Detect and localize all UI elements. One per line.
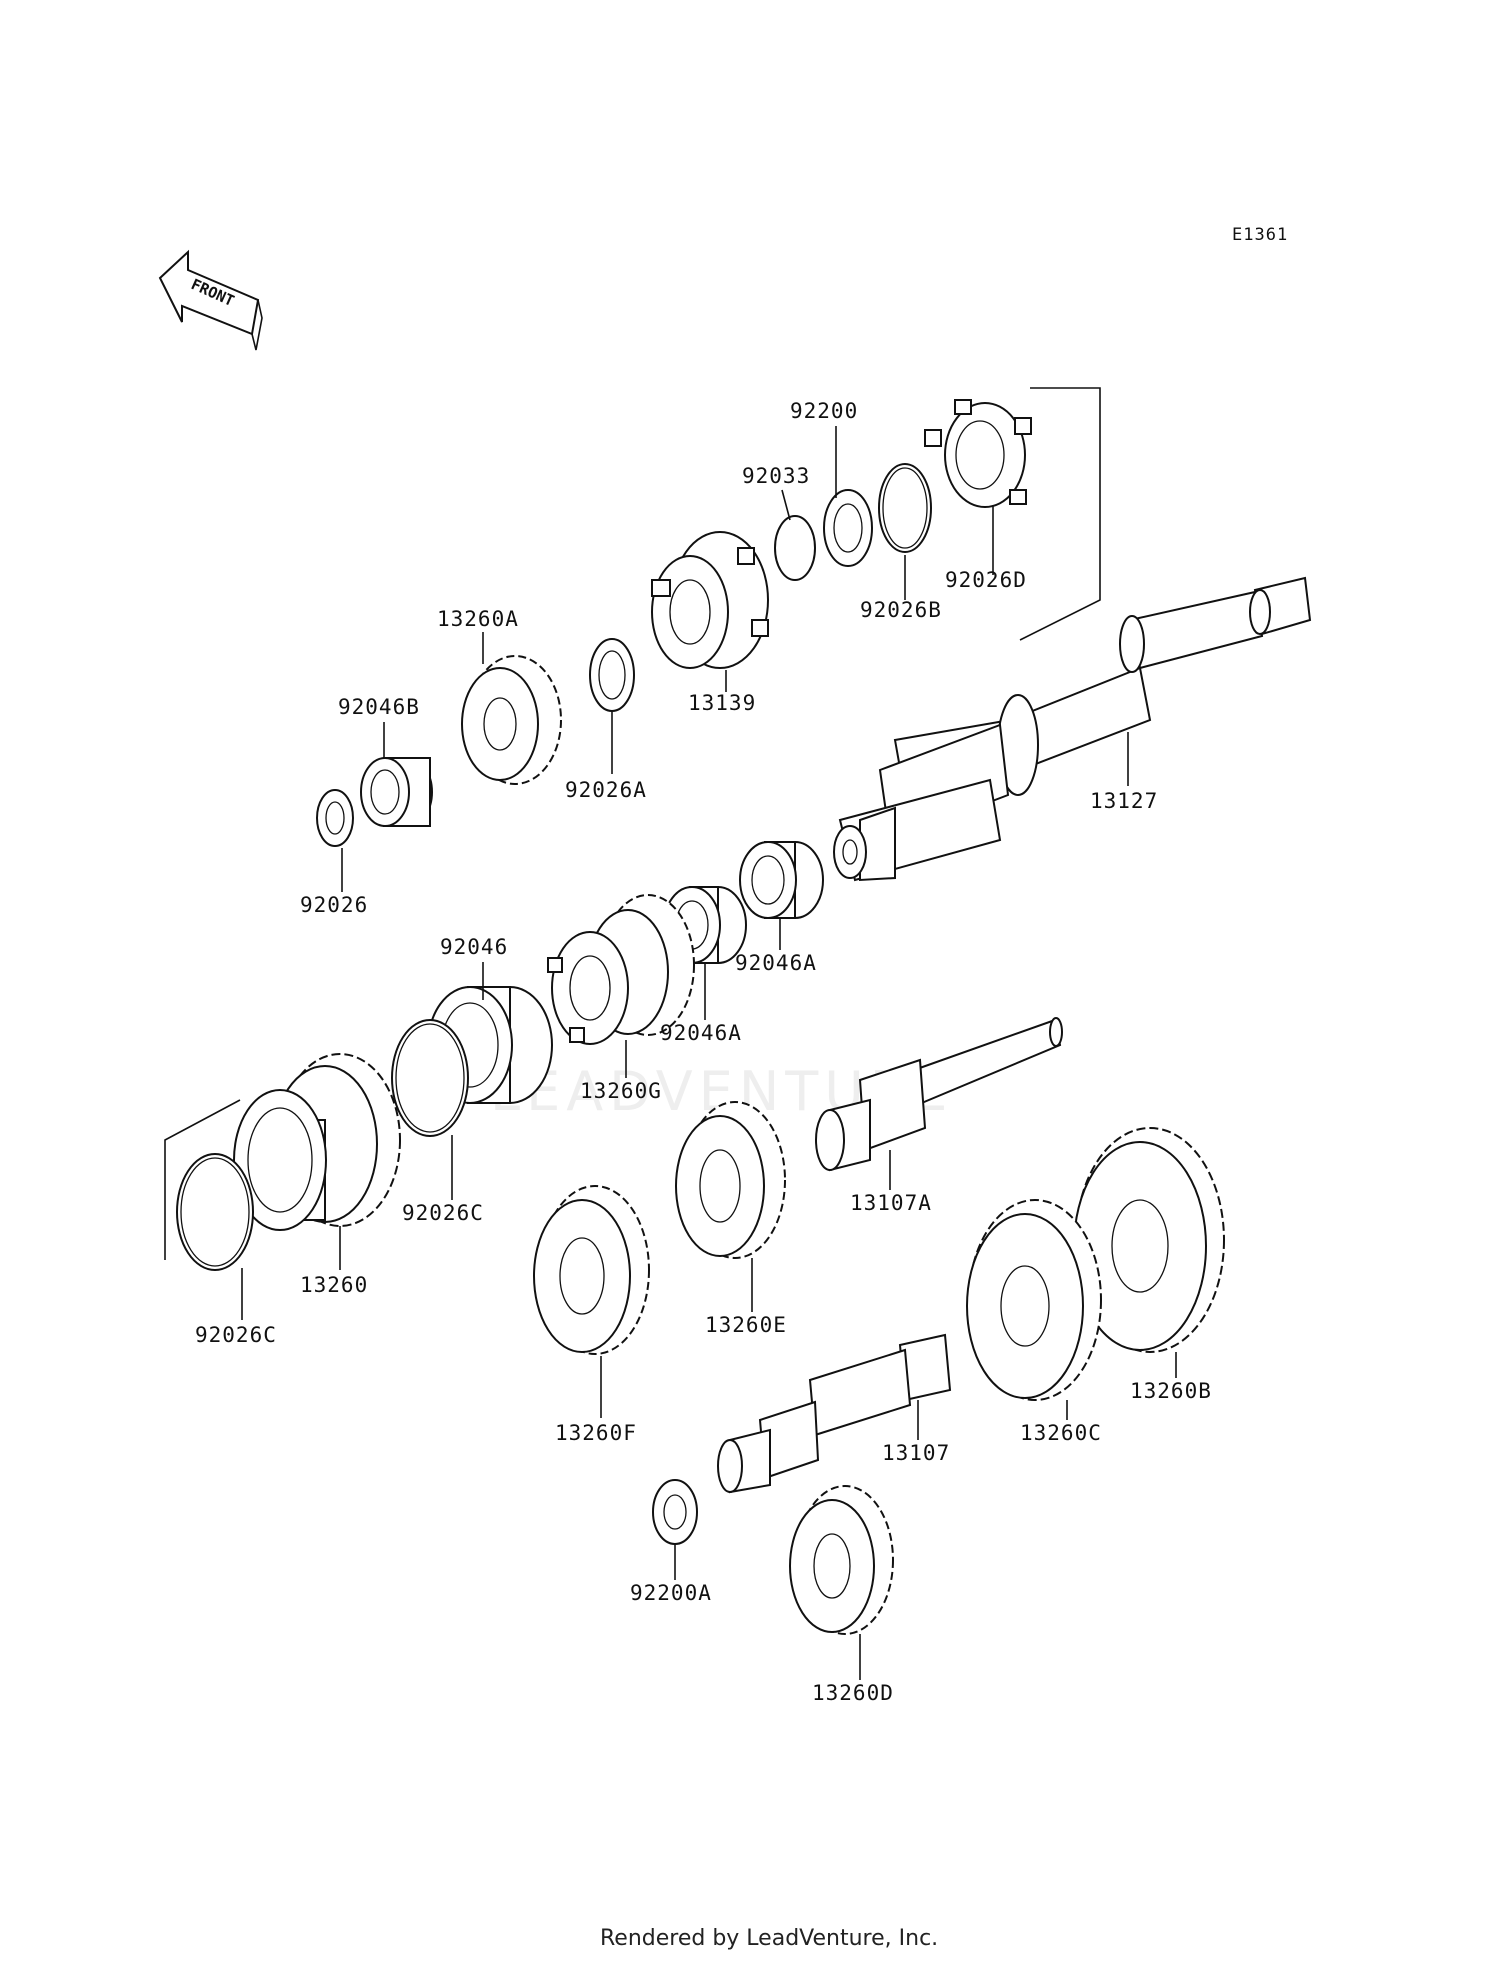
washer-92026A xyxy=(589,638,635,712)
washer-92026 xyxy=(316,789,354,847)
gear-13260B xyxy=(1073,1127,1225,1353)
gear-13260C xyxy=(966,1199,1102,1401)
render-credit: Rendered by LeadVenture, Inc. xyxy=(600,1926,938,1951)
bearing-92046B xyxy=(360,757,433,827)
label-92046A-upper: 92046A xyxy=(735,951,817,975)
label-92046B: 92046B xyxy=(338,695,420,719)
label-13260B: 13260B xyxy=(1130,1379,1212,1403)
shaft-13107 xyxy=(717,1333,952,1494)
bearing-92046A-upper xyxy=(739,841,824,919)
shaft-13107A xyxy=(815,1017,1063,1172)
label-13260F: 13260F xyxy=(555,1421,637,1445)
label-13260E: 13260E xyxy=(705,1313,787,1337)
label-13260C: 13260C xyxy=(1020,1421,1102,1445)
group-bracket-lower xyxy=(164,1099,241,1260)
gear-13260F xyxy=(533,1185,650,1355)
gear-13260D xyxy=(789,1485,894,1635)
leader-lines xyxy=(241,426,1177,1680)
gear-13260A xyxy=(461,655,562,785)
label-92026C-upper: 92026C xyxy=(402,1201,484,1225)
label-13260D: 13260D xyxy=(812,1681,894,1705)
label-13260G: 13260G xyxy=(580,1079,662,1103)
group-bracket-upper xyxy=(1019,387,1101,641)
ring-92026B xyxy=(878,463,932,553)
label-13139: 13139 xyxy=(688,691,756,715)
circlip-92033 xyxy=(774,515,816,581)
label-92046: 92046 xyxy=(440,935,508,959)
lock-washer-92026D xyxy=(924,399,1032,508)
front-arrow-icon: FRONT xyxy=(158,249,263,351)
label-92200A: 92200A xyxy=(630,1581,712,1605)
label-92026C-lower: 92026C xyxy=(195,1323,277,1347)
washer-92200A xyxy=(652,1479,698,1545)
bearing-92046 xyxy=(427,986,553,1104)
spline-washer-92200 xyxy=(823,489,873,567)
ring-92026C-upper xyxy=(391,1019,469,1137)
gear-13260G xyxy=(547,894,695,1045)
label-13127: 13127 xyxy=(1090,789,1158,813)
label-92026A: 92026A xyxy=(565,778,647,802)
shifter-13139 xyxy=(651,531,769,669)
label-92033: 92033 xyxy=(742,464,810,488)
label-13107: 13107 xyxy=(882,1441,950,1465)
label-92026B: 92026B xyxy=(860,598,942,622)
label-13260A: 13260A xyxy=(437,607,519,631)
label-13260: 13260 xyxy=(300,1273,368,1297)
gear-13260E xyxy=(675,1101,786,1259)
diagram-code: E1361 xyxy=(1232,225,1288,245)
main-shaft-13127 xyxy=(833,576,1312,882)
label-92200: 92200 xyxy=(790,399,858,423)
label-92046A-lower: 92046A xyxy=(660,1021,742,1045)
ring-92026C-lower xyxy=(176,1153,254,1271)
label-92026D: 92026D xyxy=(945,568,1027,592)
gear-13260 xyxy=(233,1053,401,1231)
label-13107A: 13107A xyxy=(850,1191,932,1215)
label-92026: 92026 xyxy=(300,893,368,917)
